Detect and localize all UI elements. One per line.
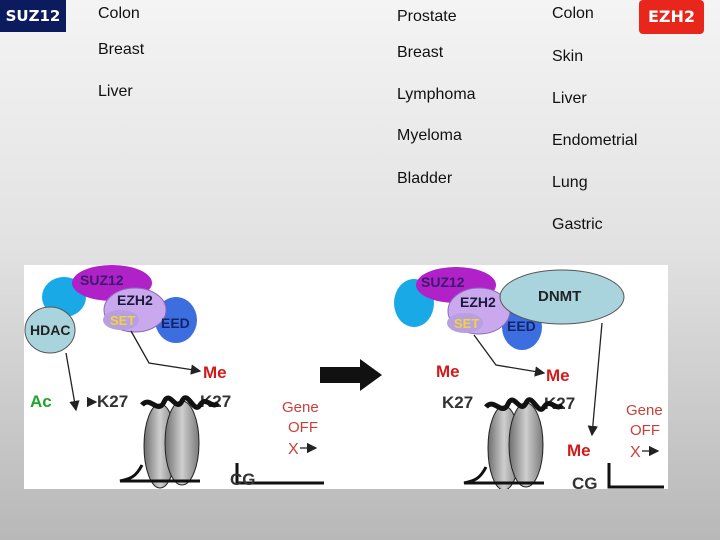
k27-label-right-b: K27: [544, 394, 575, 413]
diagram-svg: SUZ12 EZH2 SET EED HDAC Ac K27 Me K27 CG…: [24, 265, 664, 489]
col1-item: Colon: [98, 5, 140, 22]
col2-item: Prostate: [397, 8, 457, 25]
col3-item: Liver: [552, 90, 587, 107]
set-label-right: SET: [454, 316, 479, 331]
k27-label-left-a: K27: [97, 392, 128, 411]
x-label-left: X: [288, 441, 299, 458]
suz12-label-right: SUZ12: [421, 274, 465, 290]
eed-label-left: EED: [161, 315, 190, 331]
col2-item: Breast: [397, 44, 444, 61]
set-domain-left: [103, 310, 139, 330]
set-to-me-arrow-left: [130, 330, 202, 375]
x-label-right: X: [630, 444, 641, 461]
dna-strand-right: [463, 466, 544, 485]
col3-item: Endometrial: [552, 132, 638, 149]
nucleosome-right-b: [508, 402, 544, 488]
set-domain-right: [447, 313, 483, 333]
col1-item: Liver: [98, 83, 133, 100]
gene-label-left: Gene: [282, 399, 319, 416]
dna-strand-left: [119, 464, 200, 483]
set-to-me-arrow-right: [473, 334, 546, 377]
ezh2-label-right: EZH2: [460, 294, 496, 310]
gene-label-right: Gene: [626, 402, 663, 419]
col3-item: Lung: [552, 174, 588, 191]
col2-item: Lymphoma: [397, 86, 476, 103]
suz12-badge: SUZ12: [0, 0, 66, 32]
k27-label-right-a: K27: [442, 393, 473, 412]
col1-item: Breast: [98, 41, 145, 58]
col2-item: Myeloma: [397, 127, 462, 144]
transition-arrow: [320, 359, 382, 391]
hdac-blob-left: [24, 306, 76, 354]
me-label-right-a: Me: [436, 362, 460, 381]
promoter-line-left: [235, 463, 324, 485]
off-label-left: OFF: [288, 419, 318, 436]
polycomb-mechanism-diagram: SUZ12 EZH2 SET EED HDAC Ac K27 Me K27 CG…: [24, 265, 668, 489]
me-label-cg: Me: [567, 441, 591, 460]
col2-item: Bladder: [397, 170, 453, 187]
nucleosome-left-b: [164, 400, 200, 486]
hdac-label: HDAC: [30, 322, 70, 338]
histone-tail-left: [140, 395, 220, 410]
eed-label-right: EED: [507, 318, 536, 334]
me-label-right-b: Me: [546, 366, 570, 385]
cg-label-left: CG: [230, 470, 256, 489]
ezh2-badge: EZH2: [639, 0, 704, 34]
ac-label: Ac: [30, 392, 52, 411]
promoter-line-right: [607, 463, 664, 489]
histone-tail-right: [484, 397, 564, 412]
col3-item: Skin: [552, 48, 584, 65]
cg-label-right: CG: [572, 474, 598, 489]
set-label-left: SET: [110, 313, 135, 328]
k27-label-left-b: K27: [200, 392, 231, 411]
ezh2-label-left: EZH2: [117, 292, 153, 308]
dnmt-arrow: [587, 322, 603, 437]
col3-item: Gastric: [552, 216, 603, 233]
col3-item: Colon: [552, 5, 594, 22]
dnmt-label: DNMT: [538, 288, 581, 305]
off-label-right: OFF: [630, 422, 660, 439]
hdac-arrow: [65, 352, 80, 412]
suz12-label-left: SUZ12: [80, 272, 124, 288]
dnmt-blob: [499, 269, 625, 325]
me-label-left: Me: [203, 363, 227, 382]
